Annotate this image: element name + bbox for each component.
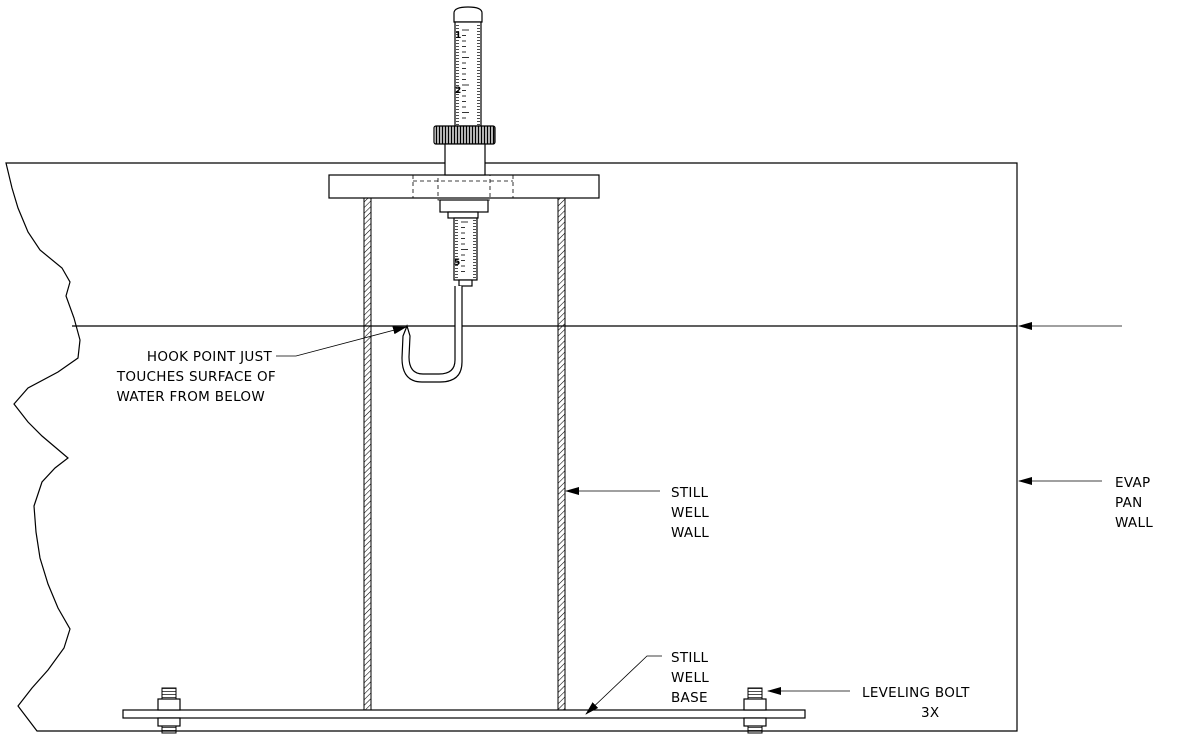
still-well-base-leader (585, 655, 662, 715)
still-well-base-line-1: STILL (671, 650, 709, 666)
hook-point-line-2: TOUCHES SURFACE OF (116, 369, 276, 385)
gauge-upper-scale: 12 (455, 29, 469, 119)
still-well-base-line-2: WELL (671, 670, 709, 686)
still-well-wall-right (557, 197, 566, 711)
hook-point-leader (276, 326, 407, 357)
leveling-bolt-line-1: LEVELING BOLT (862, 685, 970, 701)
still-well-base-plate (122, 709, 806, 719)
gauge-top-cap (453, 6, 483, 23)
gauge-lower-scale: 5 (454, 221, 468, 272)
scale-numeral-1: 1 (455, 31, 461, 41)
gauge-collar (444, 143, 486, 176)
still-well-base-line-3: BASE (671, 690, 708, 706)
scale-numeral-2: 2 (455, 86, 461, 96)
gauge-knurled-nut (433, 125, 496, 145)
hook-point-label: HOOK POINT JUST TOUCHES SURFACE OF WATER… (116, 349, 276, 405)
still-well-wall-line-3: WALL (671, 525, 709, 541)
leveling-bolt-label: LEVELING BOLT 3X (862, 685, 970, 721)
evap-pan-wall-line-3: WALL (1115, 515, 1153, 531)
still-well-wall-label: STILL WELL WALL (671, 485, 709, 541)
still-well-wall-line-1: STILL (671, 485, 709, 501)
evap-pan-wall-label: EVAP PAN WALL (1115, 475, 1153, 531)
evap-pan-outline (5, 162, 1018, 732)
hook-point-line-1: HOOK POINT JUST (147, 349, 273, 365)
leveling-bolt-left (157, 687, 181, 734)
still-well-base-label: STILL WELL BASE (671, 650, 709, 706)
gauge-hook (401, 286, 463, 383)
hook-gauge: 12 5 (401, 6, 496, 383)
evap-pan-wall-line-1: EVAP (1115, 475, 1150, 491)
still-well-wall-left (363, 197, 372, 711)
gauge-upper-rod (454, 21, 482, 127)
leveling-bolt-line-2: 3X (921, 705, 939, 721)
leveling-bolt-right (743, 687, 767, 734)
evap-pan-wall-line-2: PAN (1115, 495, 1143, 511)
scale-numeral-5: 5 (454, 258, 460, 268)
still-well-wall-line-2: WELL (671, 505, 709, 521)
hook-point-line-3: WATER FROM BELOW (116, 389, 265, 405)
top-mounting-plate (328, 174, 600, 199)
